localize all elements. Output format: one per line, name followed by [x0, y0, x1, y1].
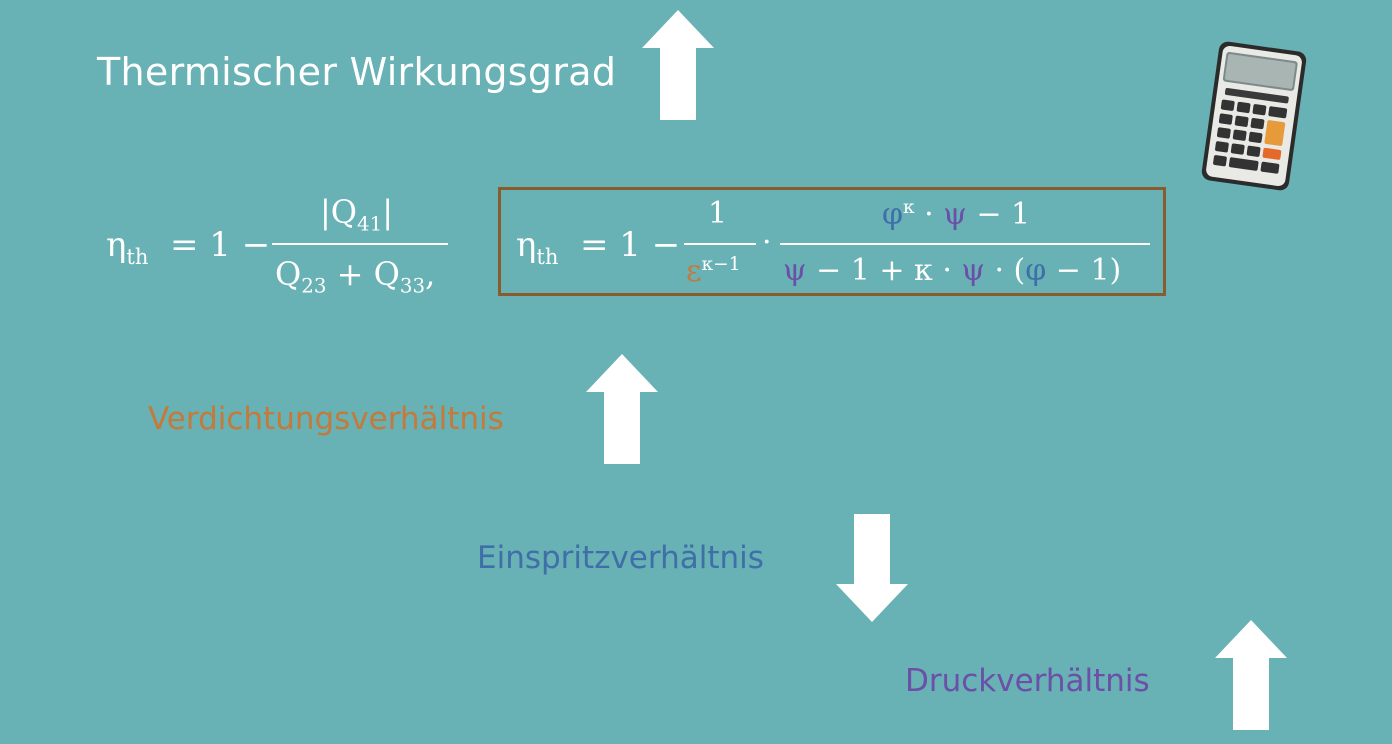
fraction-bar	[780, 243, 1150, 245]
highlight-box	[498, 187, 1166, 296]
ratio-denominator: ψ − 1 + κ · ψ · (φ − 1)	[783, 253, 1122, 288]
eta-symbol: η	[106, 225, 127, 265]
multiply-dot: ·	[762, 225, 772, 260]
fraction-bar	[272, 243, 448, 245]
numerator-q41: |Q41|	[320, 193, 394, 236]
eta-symbol: η	[516, 225, 537, 265]
arrow-up-icon	[642, 10, 714, 120]
arrow-up-icon	[1215, 620, 1287, 730]
arrow-down-icon	[836, 514, 908, 622]
denominator-q23-q33: Q23 + Q33,	[275, 255, 436, 298]
ratio-numerator: φκ · ψ − 1	[882, 197, 1031, 232]
fraction-one-numerator: 1	[708, 196, 728, 231]
slide-title: Thermischer Wirkungsgrad	[97, 50, 617, 94]
label-verdichtungsverhaeltnis: Verdichtungsverhältnis	[148, 401, 504, 437]
eta-subscript: th	[126, 243, 149, 269]
calculator-icon	[1201, 41, 1307, 191]
arrow-up-icon	[586, 354, 658, 464]
label-druckverhaeltnis: Druckverhältnis	[905, 663, 1150, 699]
fraction-bar	[684, 243, 756, 245]
label-einspritzverhaeltnis: Einspritzverhältnis	[477, 540, 764, 576]
epsilon-term: εκ−1	[686, 254, 741, 289]
equals-one-minus: = 1 −	[580, 225, 681, 265]
equals-one-minus: = 1 −	[170, 225, 271, 265]
eta-subscript: th	[536, 243, 559, 269]
